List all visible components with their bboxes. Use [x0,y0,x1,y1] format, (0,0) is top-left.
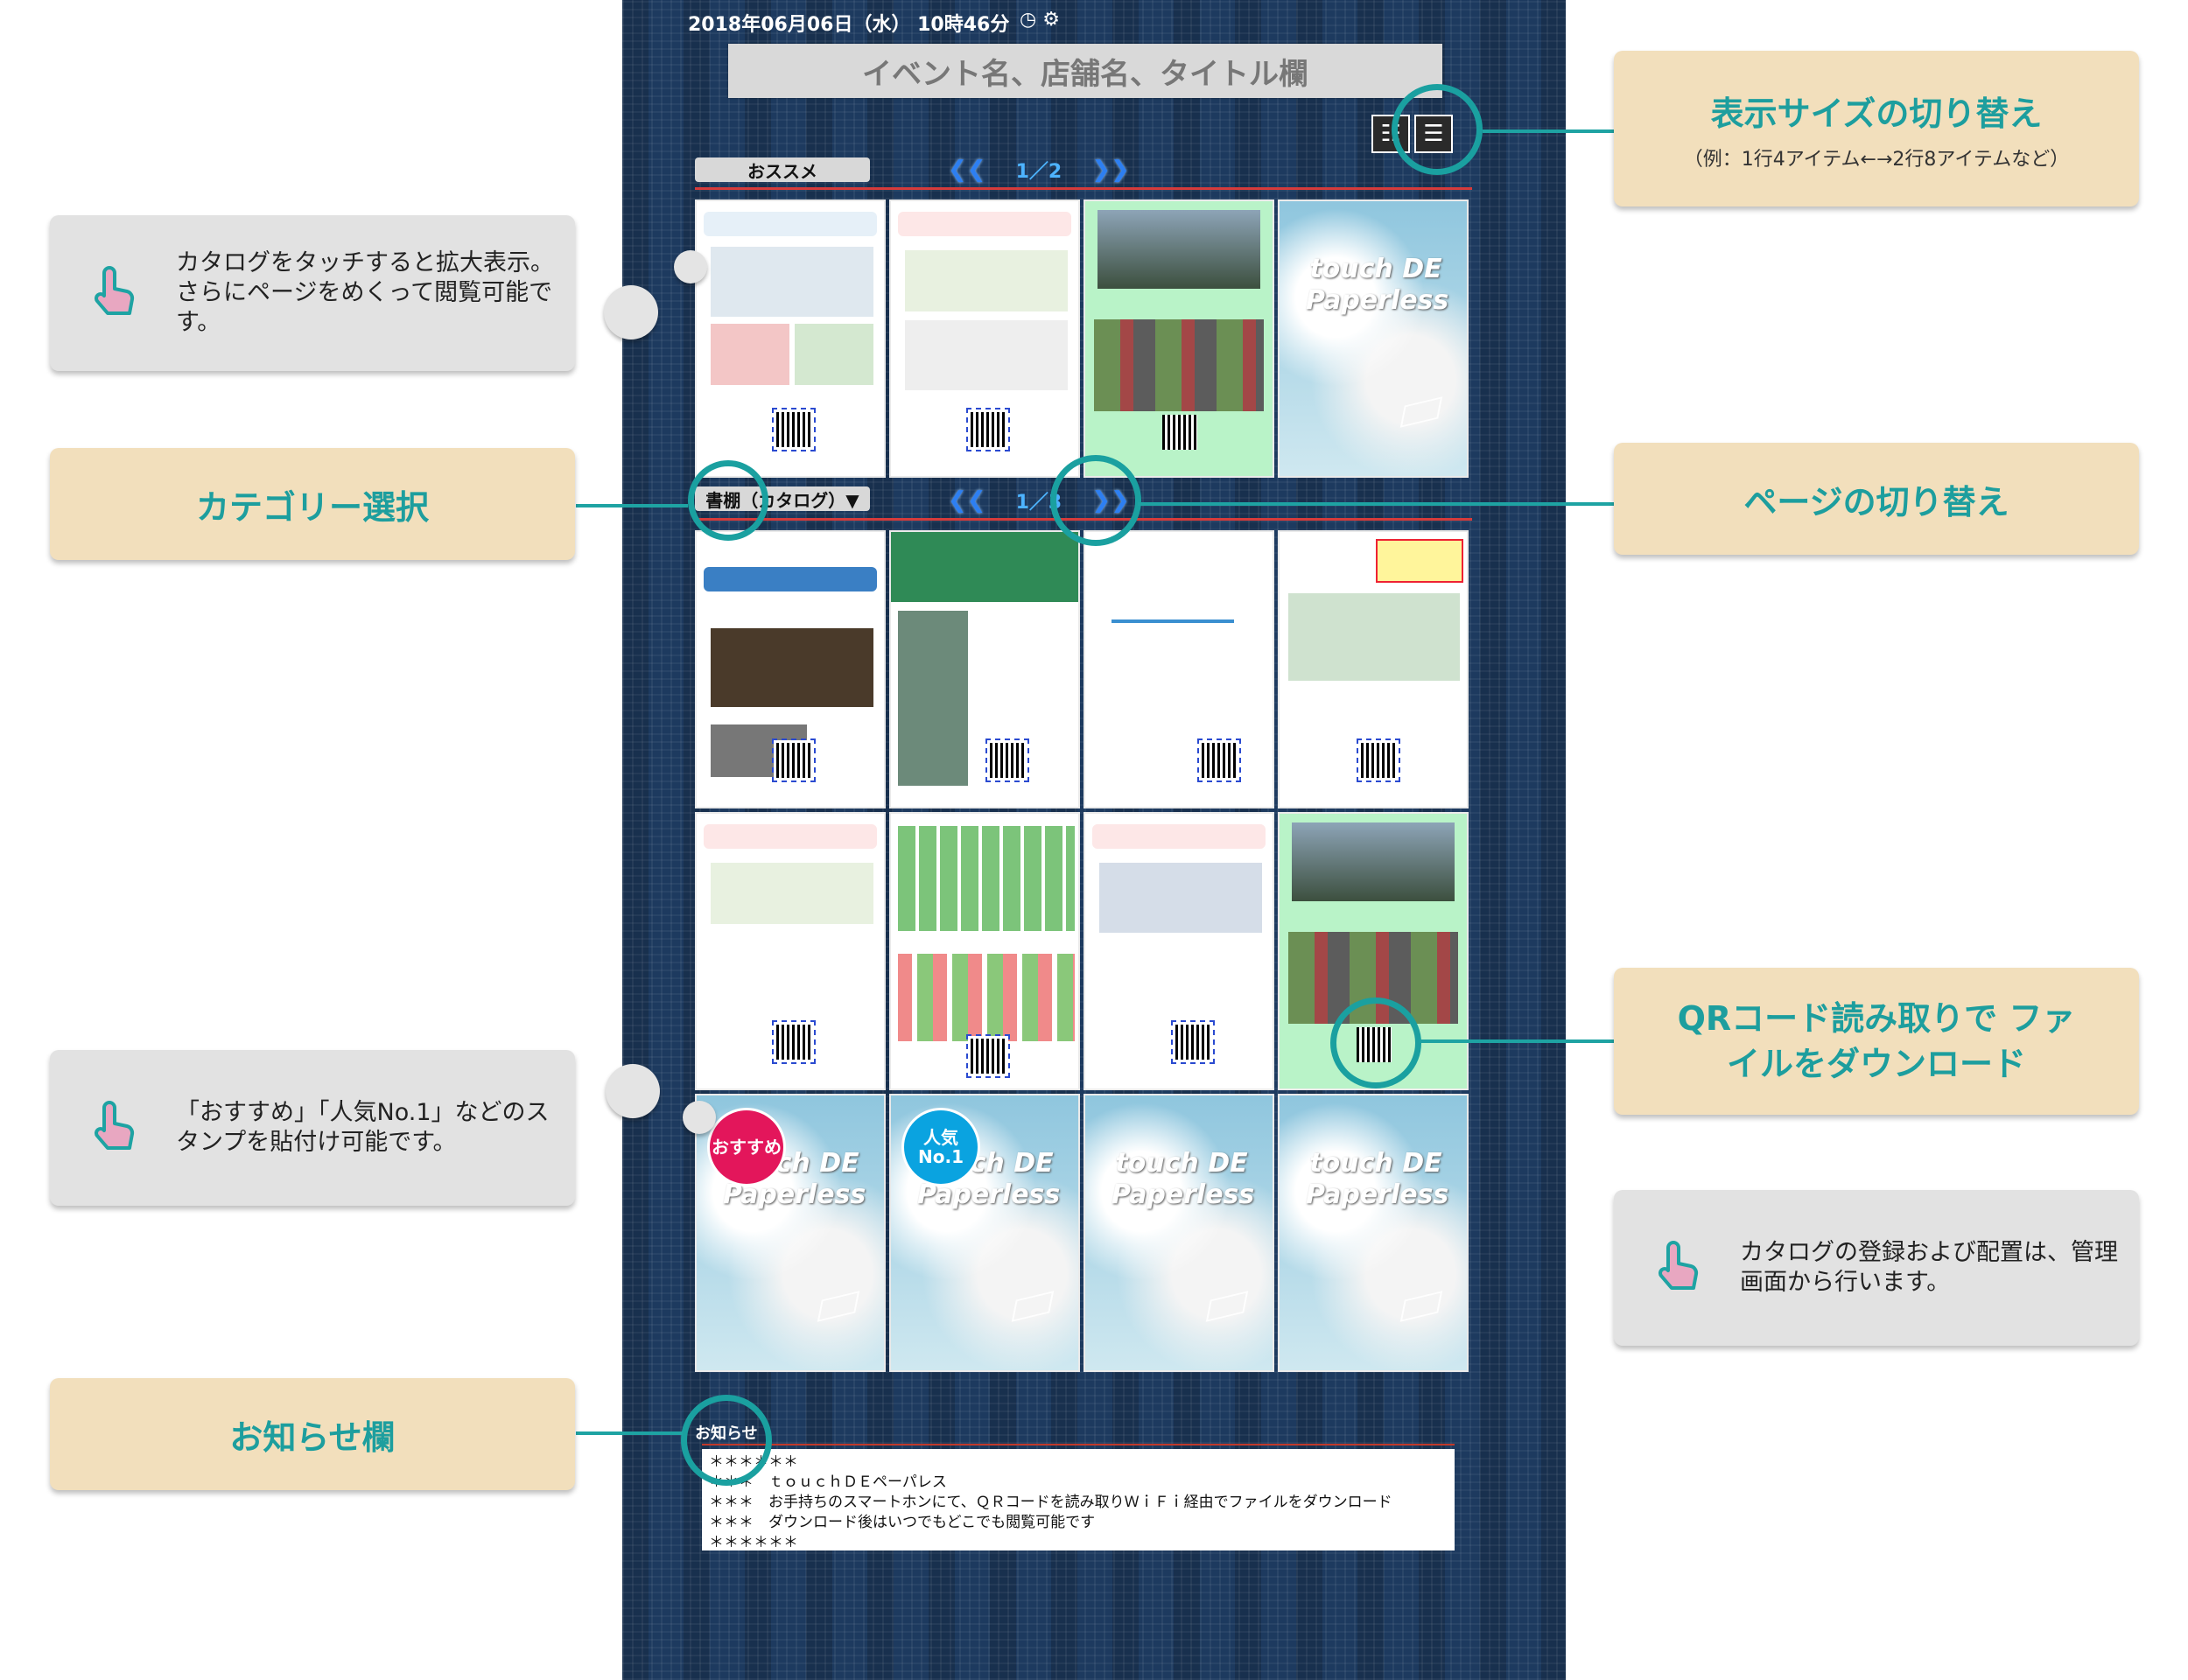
hand-pointer-icon [95,1101,135,1150]
callout-subtitle: （例：1行4アイテム←→2行8アイテムなど） [1683,148,2070,171]
highlight-ring [1050,455,1141,546]
connector-line [1138,502,1614,506]
clock-gear-icons[interactable]: ◷ ⚙ [1020,9,1060,31]
divider [695,187,1472,190]
stamp-recommend: おすすめ [707,1108,786,1186]
callout-title: お知らせ欄 [229,1418,396,1457]
catalog-tile[interactable]: touch DE Paperless [1083,1094,1274,1372]
gear-icon[interactable]: ⚙ [1042,9,1060,31]
qr-code-icon [1162,415,1197,450]
qr-code-icon [966,1034,1010,1078]
callout-text: カタログをタッチすると拡大表示。さらにページをめくって閲覧可能です。 [176,249,554,336]
hand-pointer-icon [1659,1241,1699,1290]
divider [702,1444,1455,1446]
qr-code-icon [1197,738,1241,782]
double-left-arrow-icon[interactable]: ❮❮ [948,487,986,514]
catalog-tile[interactable] [1083,200,1274,478]
catalog-tile[interactable]: touch DE Paperless おすすめ [695,1094,886,1372]
qr-code-icon [985,738,1029,782]
highlight-ring [688,460,768,541]
connector-line [576,504,688,508]
pager-recommend: ❮❮ 1／2 ❯❯ [948,156,1130,184]
double-right-arrow-icon[interactable]: ❯❯ [1091,157,1130,183]
notice-line: ＊＊＊ ダウンロード後はいつでもどこでも閲覧可能です [709,1514,1096,1531]
callout-display-size: 表示サイズの切り替え （例：1行4アイテム←→2行8アイテムなど） [1614,51,2139,206]
catalog-grid: touch DE Paperless おすすめ touch DE Paperle… [695,530,1469,1372]
notice-line: ＊＊＊＊＊＊ [709,1534,798,1551]
paperless-logo: touch DE Paperless [1306,254,1449,316]
callout-text: カタログの登録および配置は、管理画面から行います。 [1740,1239,2118,1296]
catalog-tile[interactable] [1278,530,1469,808]
paper-plane-icon [1205,1291,1249,1322]
clock-icon[interactable]: ◷ [1020,9,1037,31]
callout-page-switch: ページの切り替え [1614,443,2139,555]
speech-dot [604,285,658,340]
page-number: 1／2 [1015,161,1062,183]
paper-plane-icon [1011,1291,1055,1322]
datetime: 2018年06月06日（水） 10時46分 [688,14,1010,36]
catalog-tile[interactable] [695,200,886,478]
catalog-tile[interactable] [695,530,886,808]
callout-catalog-admin: カタログの登録および配置は、管理画面から行います。 [1614,1190,2139,1346]
catalog-tile[interactable] [1083,812,1274,1090]
callout-title: QRコード読み取りで ファイルをダウンロード [1677,999,2076,1083]
paperless-logo: touch DE Paperless [1306,1148,1449,1210]
callout-text: 「おすすめ」「人気No.1」などのスタンプを貼付け可能です。 [176,1099,550,1156]
highlight-ring [1392,84,1483,175]
double-left-arrow-icon[interactable]: ❮❮ [948,157,986,183]
qr-code-icon [772,408,816,452]
callout-title: ページの切り替え [1743,482,2009,522]
speech-dot [674,250,707,284]
callout-catalog-touch: カタログをタッチすると拡大表示。さらにページをめくって閲覧可能です。 [50,215,575,371]
catalog-tile[interactable]: touch DE Paperless [1278,1094,1469,1372]
catalog-tile[interactable]: touch DE Paperless 人気 No.1 [889,1094,1080,1372]
stamp-popular: 人気 No.1 [901,1108,980,1186]
catalog-tile[interactable] [695,812,886,1090]
recommend-grid: touch DE Paperless [695,200,1469,478]
highlight-ring [1330,998,1421,1088]
paper-plane-icon [1399,396,1443,428]
speech-dot [683,1101,716,1134]
qr-code-icon [772,1020,816,1064]
qr-code-icon [1171,1020,1215,1064]
hand-pointer-icon [95,266,135,315]
callout-title: 表示サイズの切り替え [1710,94,2043,133]
paper-plane-icon [1399,1291,1443,1322]
connector-line [576,1432,683,1435]
callout-stamp: 「おすすめ」「人気No.1」などのスタンプを貼付け可能です。 [50,1050,575,1206]
callout-notice-field: お知らせ欄 [50,1378,575,1490]
callout-qr-download: QRコード読み取りで ファイルをダウンロード [1614,968,2139,1115]
callout-category-select: カテゴリー選択 [50,448,575,560]
qr-code-icon [966,408,1010,452]
notice-line: ＊＊＊ ｔｏｕｃｈＤＥペーパレス [709,1474,947,1491]
page-title: イベント名、店舗名、タイトル欄 [728,44,1442,98]
qr-code-icon [772,738,816,782]
notice-line: ＊＊＊ お手持ちのスマートホンにて、ＱＲコードを読み取りＷｉＦｉ経由でファイルを… [709,1494,1392,1511]
notice-box: ＊＊＊＊＊＊ ＊＊＊ ｔｏｕｃｈＤＥペーパレス ＊＊＊ お手持ちのスマートホンに… [702,1449,1455,1551]
paper-plane-icon [817,1291,860,1322]
speech-dot [606,1064,660,1118]
tab-recommend[interactable]: おススメ [695,158,870,182]
paperless-logo: touch DE Paperless [1112,1148,1255,1210]
qr-code-icon [1357,738,1400,782]
highlight-ring [681,1395,772,1486]
catalog-tile[interactable] [889,200,1080,478]
catalog-tile[interactable] [889,812,1080,1090]
catalog-tile[interactable] [889,530,1080,808]
callout-title: カテゴリー選択 [195,487,429,527]
catalog-tile[interactable]: touch DE Paperless [1278,200,1469,478]
catalog-tile[interactable] [1083,530,1274,808]
kiosk-screen: 2018年06月06日（水） 10時46分 ◷ ⚙ イベント名、店舗名、タイトル… [622,0,1566,1680]
connector-line [1420,1040,1614,1043]
notice-line: ＊＊＊＊＊＊ [709,1453,798,1471]
connector-line [1483,130,1614,133]
